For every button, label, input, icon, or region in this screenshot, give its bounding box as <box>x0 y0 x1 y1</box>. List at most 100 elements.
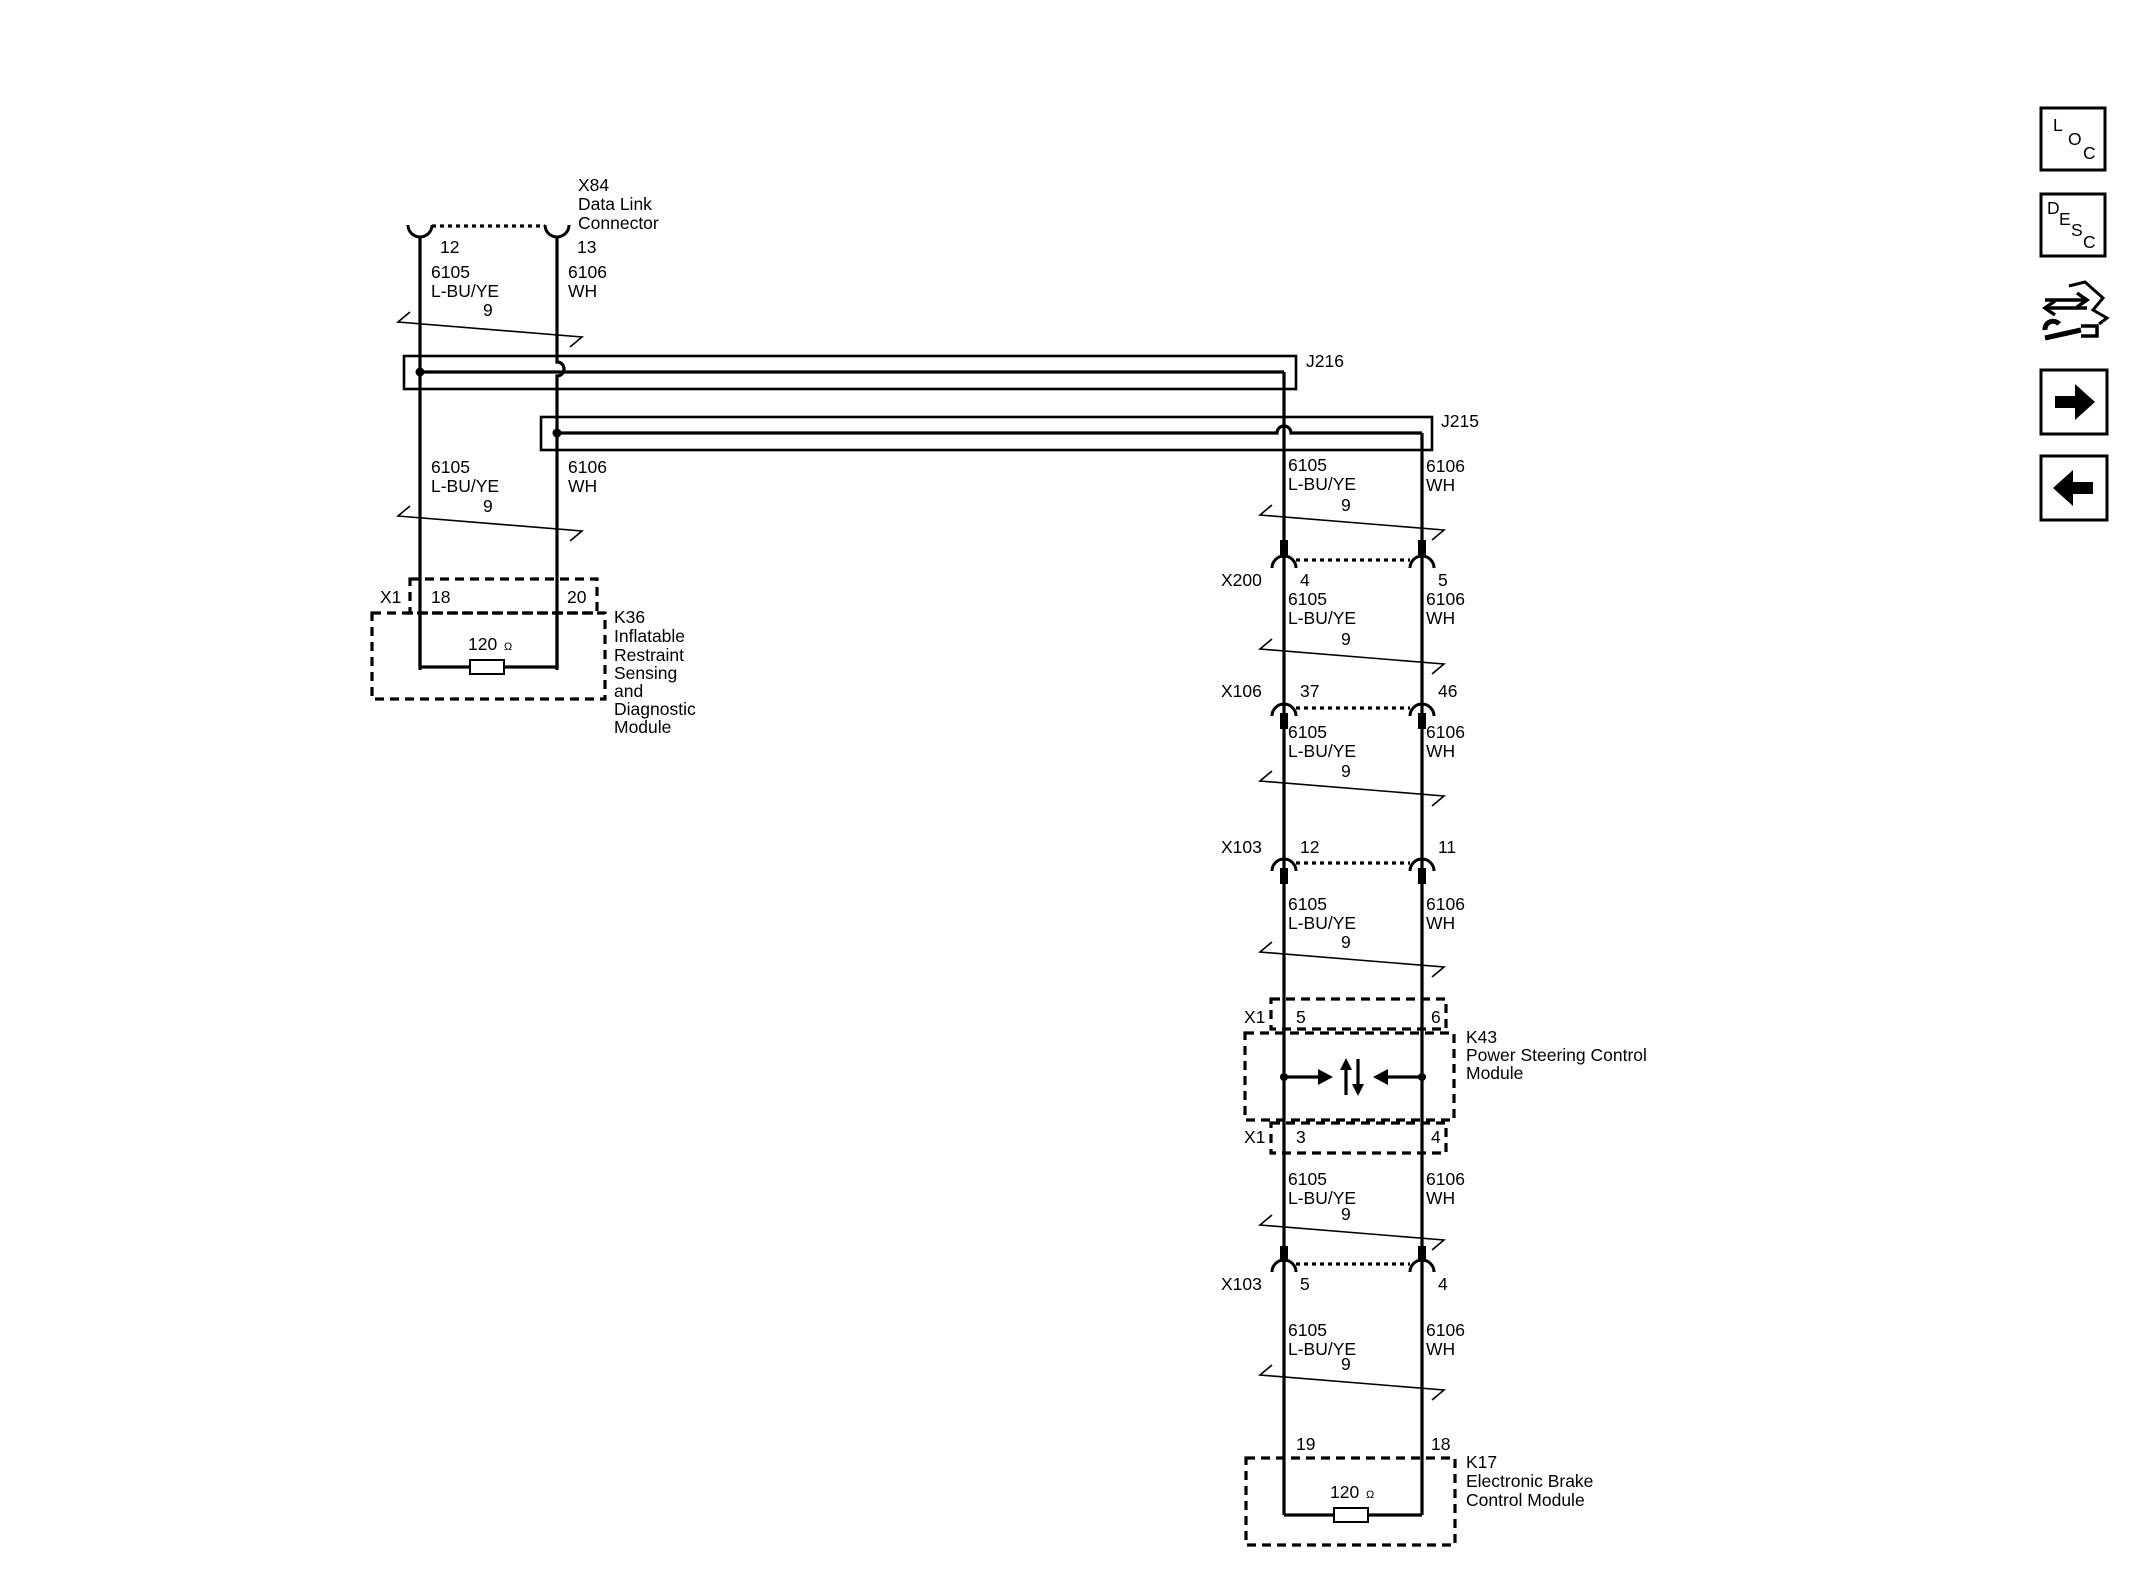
x84-name-line2: Connector <box>578 213 659 233</box>
x103-id: X103 <box>1221 837 1262 857</box>
k36-pin-20-label: 20 <box>567 587 587 607</box>
x106-pin-37-label: 37 <box>1300 681 1319 701</box>
x84-pin-13-receptacle <box>543 224 571 239</box>
right-wire-labels-6: 6105 L-BU/YE 9 6106 WH <box>1257 1320 1465 1401</box>
right-wire-labels-3: 6105 L-BU/YE 9 6106 WH <box>1257 722 1465 807</box>
wire-color-label: L-BU/YE <box>1288 608 1356 628</box>
circuit-6106-label: 6106 <box>568 457 607 477</box>
k36-name-line3: Sensing <box>614 663 677 683</box>
x103-pin-5-label: 5 <box>1300 1274 1310 1294</box>
twisted-pair-symbol <box>1257 638 1447 675</box>
twist-label: 9 <box>483 300 493 320</box>
circuit-6106-label: 6106 <box>568 262 607 282</box>
twisted-pair-symbol <box>1257 1214 1447 1251</box>
k36-name-line1: Inflatable <box>614 626 685 646</box>
k43-pin-5-label: 5 <box>1296 1007 1306 1027</box>
svg-text:S: S <box>2071 220 2083 240</box>
location-button[interactable]: L O C <box>2039 106 2107 172</box>
k36-name-line5: Diagnostic <box>614 699 696 719</box>
x200-pin-5-label: 5 <box>1438 570 1448 590</box>
circuit-6105-label: 6105 <box>431 262 470 282</box>
k43-pin-3-label: 3 <box>1296 1127 1306 1147</box>
wire-color-label: L-BU/YE <box>1288 741 1356 761</box>
k36-name-line2: Restraint <box>614 645 684 665</box>
x200-connector: X200 4 5 <box>1221 540 1448 590</box>
previous-page-button[interactable] <box>2039 454 2109 522</box>
left-wire-labels-lower: 6105 L-BU/YE 9 6106 WH <box>395 457 607 542</box>
wire-color-label: L-BU/YE <box>1288 474 1356 494</box>
wire-color-label: WH <box>1426 608 1455 628</box>
k36-connector-id: X1 <box>380 587 401 607</box>
ohm-symbol: Ω <box>504 641 512 653</box>
circuit-6105-label: 6105 <box>1288 722 1327 742</box>
connector-wrench-button[interactable] <box>2041 278 2111 346</box>
svg-text:C: C <box>2083 143 2096 163</box>
k43-id: K43 <box>1466 1027 1497 1047</box>
next-page-button[interactable] <box>2039 368 2109 436</box>
svg-text:O: O <box>2068 129 2082 149</box>
k17-name-line2: Control Module <box>1466 1490 1585 1510</box>
x103-id: X103 <box>1221 1274 1262 1294</box>
k36-termination-resistor <box>469 659 505 675</box>
location-icon: L O C <box>2053 115 2096 163</box>
svg-text:D: D <box>2047 198 2060 218</box>
svg-text:E: E <box>2059 209 2071 229</box>
k43-module: X1 5 6 X1 3 4 K43 Power Steering Control… <box>1243 997 1647 1155</box>
right-wire-labels-2: 6105 L-BU/YE 9 6106 WH <box>1257 589 1465 675</box>
splice-j215: J215 <box>539 411 1479 452</box>
ohm-symbol: Ω <box>1366 1489 1374 1501</box>
k36-pin-18-label: 18 <box>431 587 450 607</box>
k36-module: 120 Ω X1 18 20 K36 Inflatable Restraint … <box>370 577 696 737</box>
k17-name-line1: Electronic Brake <box>1466 1471 1593 1491</box>
k17-pin-19-label: 19 <box>1296 1434 1315 1454</box>
circuit-6105-label: 6105 <box>431 457 470 477</box>
circuit-6106-label: 6106 <box>1426 589 1465 609</box>
k36-id: K36 <box>614 607 645 627</box>
twist-label: 9 <box>1341 932 1351 952</box>
bidirectional-communication-icon <box>1340 1058 1364 1096</box>
twisted-pair-symbol <box>1257 1364 1447 1401</box>
x84-pin-13-label: 13 <box>577 237 596 257</box>
description-button[interactable]: D E S C <box>2039 192 2107 258</box>
j216-label: J216 <box>1306 351 1344 371</box>
description-icon: D E S C <box>2047 198 2096 252</box>
wire-color-label: WH <box>1426 1339 1455 1359</box>
x200-pin-4-label: 4 <box>1300 570 1310 590</box>
x103-pin-4-label: 4 <box>1438 1274 1448 1294</box>
k17-pin-18-label: 18 <box>1431 1434 1450 1454</box>
k43-name-line2: Module <box>1466 1063 1523 1083</box>
x84-pin-12-label: 12 <box>440 237 459 257</box>
twisted-pair-symbol <box>1257 770 1447 807</box>
x103-pin-12-label: 12 <box>1300 837 1319 857</box>
x103-connector-upper: X103 12 11 <box>1221 837 1456 884</box>
twist-label: 9 <box>1341 629 1351 649</box>
left-wire-labels-upper: 6105 L-BU/YE 9 6106 WH <box>395 262 607 348</box>
twisted-pair-symbol <box>1257 941 1447 978</box>
x103-connector-lower: X103 5 4 <box>1221 1246 1448 1294</box>
x106-pin-46-label: 46 <box>1438 681 1457 701</box>
twist-label: 9 <box>483 496 493 516</box>
circuit-6106-label: 6106 <box>1426 1169 1465 1189</box>
wire-color-label: L-BU/YE <box>1288 913 1356 933</box>
k17-id: K17 <box>1466 1452 1497 1472</box>
wire-color-label: WH <box>1426 475 1455 495</box>
wire-color-label: WH <box>1426 913 1455 933</box>
circuit-6106-label: 6106 <box>1426 894 1465 914</box>
twist-label: 9 <box>1341 761 1351 781</box>
k43-connector-id-top: X1 <box>1244 1007 1265 1027</box>
k43-pin-4-label: 4 <box>1431 1127 1441 1147</box>
right-pair-wires <box>1282 433 1424 1515</box>
twist-label: 9 <box>1341 495 1351 515</box>
k43-connector-id-bottom: X1 <box>1244 1127 1265 1147</box>
circuit-6105-label: 6105 <box>1288 1320 1327 1340</box>
circuit-6106-label: 6106 <box>1426 722 1465 742</box>
twisted-pair-symbol <box>395 311 585 348</box>
k17-module: 120 Ω 19 18 K17 Electronic Brake Control… <box>1244 1434 1593 1547</box>
wire-color-label: L-BU/YE <box>1288 1188 1356 1208</box>
x103-pin-11-label: 11 <box>1438 837 1456 857</box>
right-wire-labels-4: 6105 L-BU/YE 9 6106 WH <box>1257 894 1465 978</box>
svg-text:L: L <box>2053 115 2063 135</box>
k43-pin-6-label: 6 <box>1431 1007 1441 1027</box>
wire-color-label: WH <box>1426 1188 1455 1208</box>
